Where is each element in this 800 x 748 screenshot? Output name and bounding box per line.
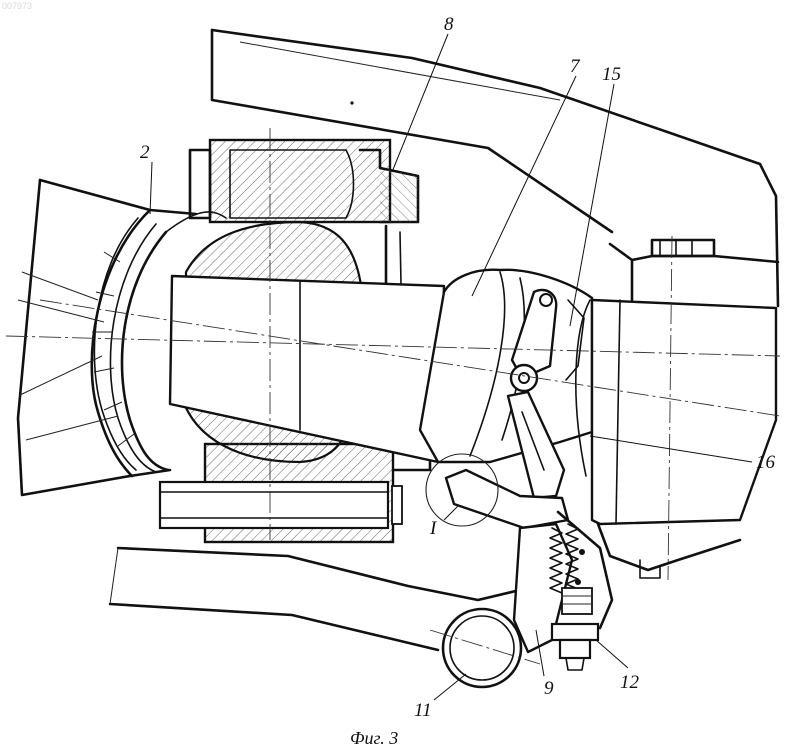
label-7: 7 — [570, 56, 581, 77]
right-flange — [576, 240, 778, 578]
top-housing-block — [190, 140, 418, 222]
figure-caption: Фиг. 3 — [350, 728, 398, 748]
roller — [443, 609, 521, 687]
label-2: 2 — [140, 142, 150, 163]
watermark-text: 007973 — [2, 1, 32, 11]
label-16: 16 — [756, 452, 776, 473]
label-8: 8 — [444, 14, 454, 35]
label-12: 12 — [620, 672, 640, 693]
label-15: 15 — [602, 64, 621, 85]
adjusting-bolt — [552, 624, 598, 670]
lever-head — [420, 270, 592, 462]
label-detail-I: I — [429, 518, 438, 539]
label-9: 9 — [544, 678, 554, 699]
label-11: 11 — [414, 700, 432, 721]
